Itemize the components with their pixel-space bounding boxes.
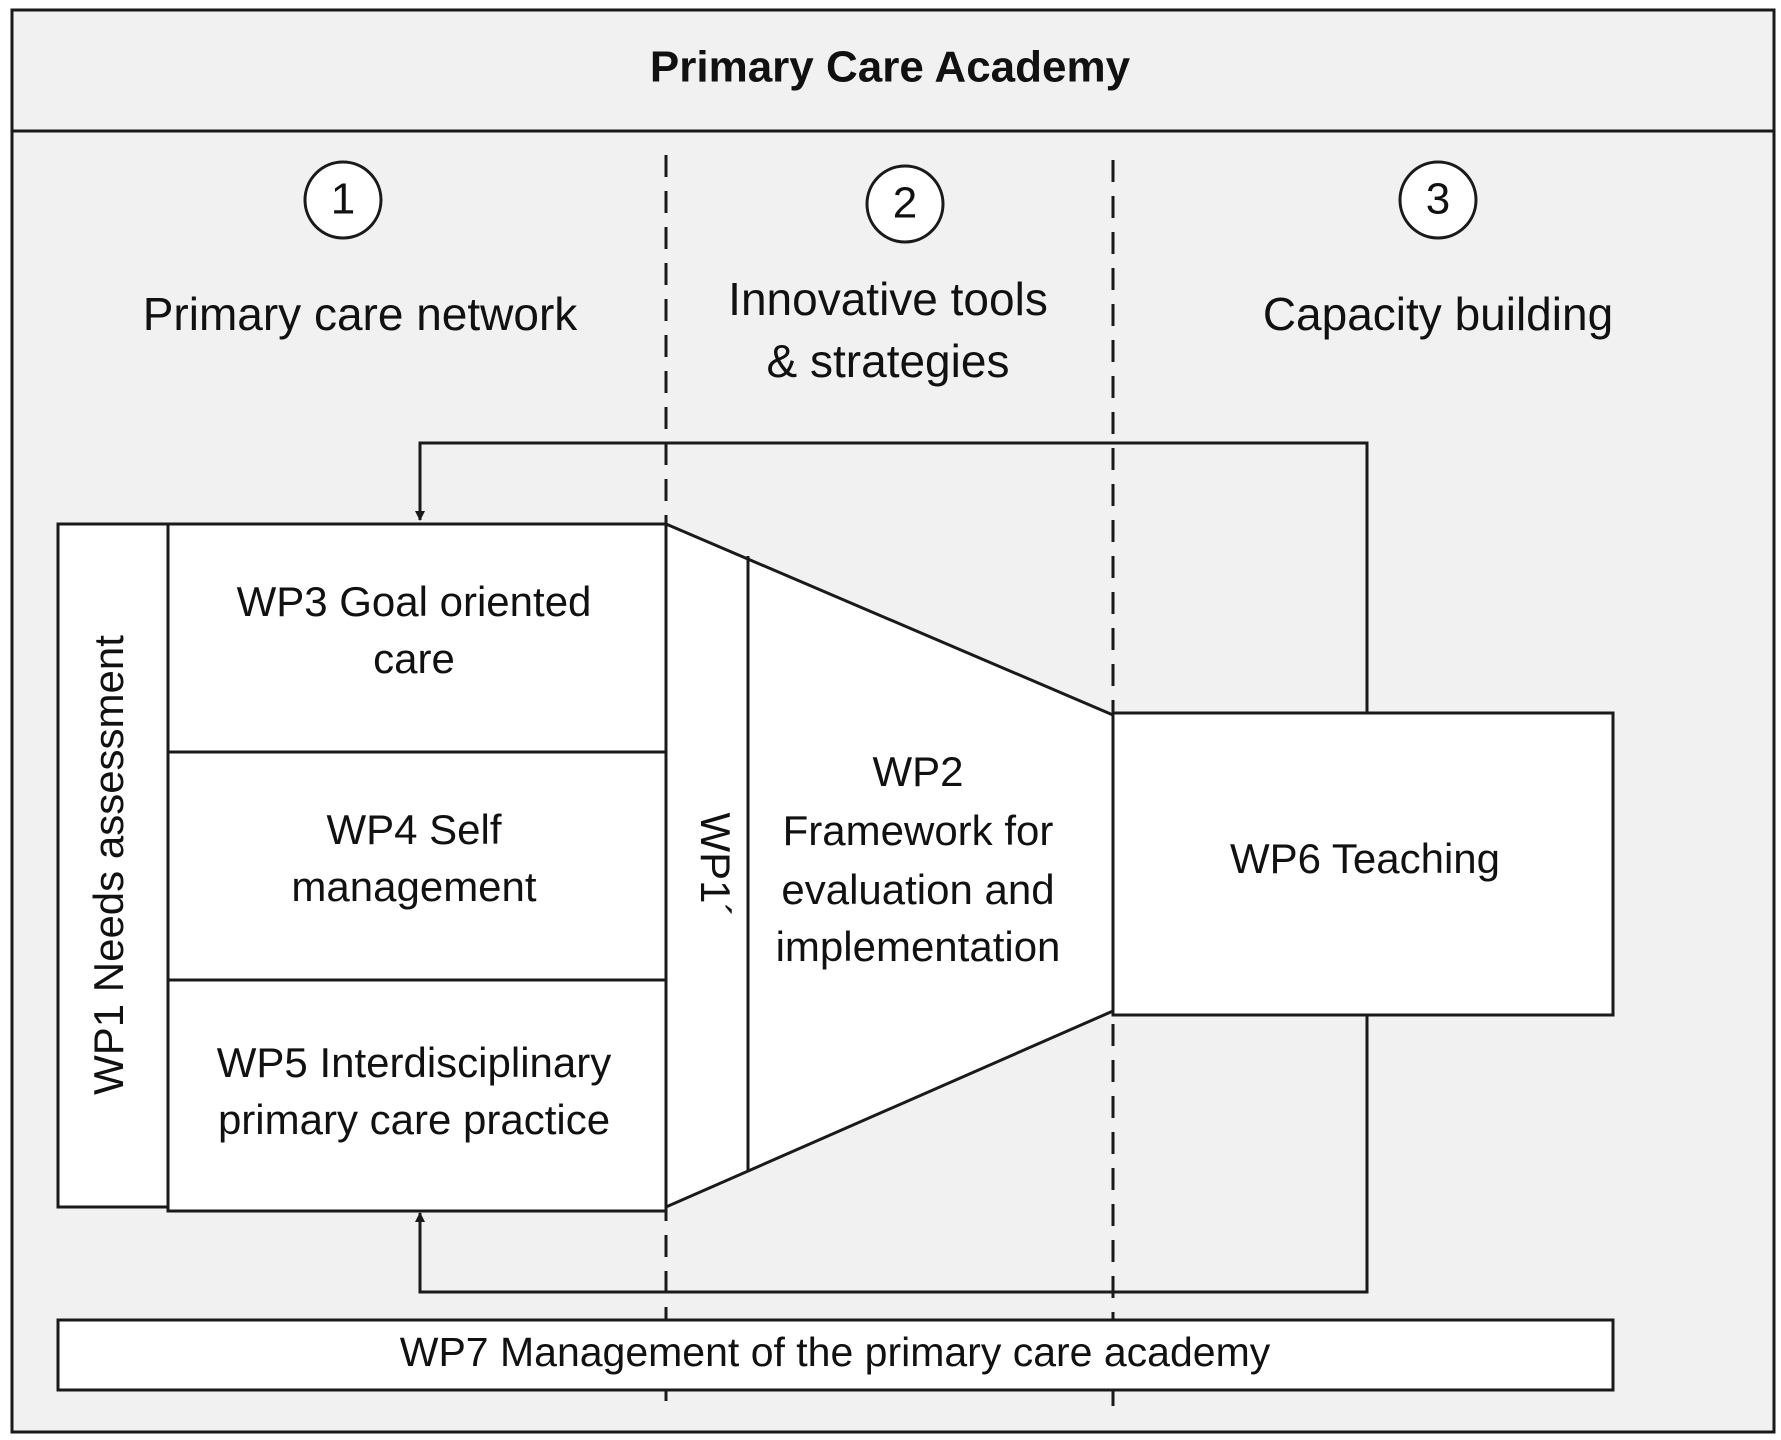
wp2-label-line-1: WP2	[872, 748, 963, 795]
wp7-bar	[56, 1318, 1615, 1392]
svg-text:1: 1	[331, 175, 355, 224]
wp3-label-line-2: care	[373, 635, 455, 682]
column-2-number: 2	[865, 164, 945, 244]
feedback-arrow-bottom	[415, 1015, 1369, 1294]
wp1-prime-label: WP1´	[692, 813, 739, 918]
diagram-title: Primary Care Academy	[650, 43, 1131, 92]
wp3-box	[166, 522, 668, 754]
wp2-label-line-3: evaluation and	[781, 866, 1054, 913]
wp5-label-line-1: WP5 Interdisciplinary	[217, 1039, 611, 1086]
wp6-label: WP6 Teaching	[1230, 835, 1500, 882]
wp7-label: WP7 Management of the primary care acade…	[400, 1329, 1271, 1375]
wp2-label-line-2: Framework for	[783, 807, 1054, 854]
feedback-arrow-top	[415, 441, 1369, 713]
wp4-label-line-2: management	[291, 863, 536, 910]
column-2-heading-line-1: Innovative tools	[728, 273, 1048, 325]
svg-text:2: 2	[893, 179, 917, 228]
column-1-number: 1	[303, 160, 383, 240]
column-1-heading: Primary care network	[143, 288, 579, 340]
wp6-box	[1111, 711, 1615, 1017]
wp3-label-line-1: WP3 Goal oriented	[237, 578, 592, 625]
wp1-label: WP1 Needs assessment	[85, 635, 132, 1095]
column-3-heading: Capacity building	[1263, 288, 1613, 340]
wp1-box	[56, 522, 170, 1209]
svg-text:3: 3	[1426, 175, 1450, 224]
wp4-label-line-1: WP4 Self	[326, 806, 501, 853]
column-3-number: 3	[1398, 160, 1478, 240]
wp5-box	[166, 978, 668, 1213]
wp2-label-line-4: implementation	[776, 923, 1061, 970]
wp5-label-line-2: primary care practice	[218, 1096, 610, 1143]
column-2-heading-line-2: & strategies	[767, 335, 1010, 387]
